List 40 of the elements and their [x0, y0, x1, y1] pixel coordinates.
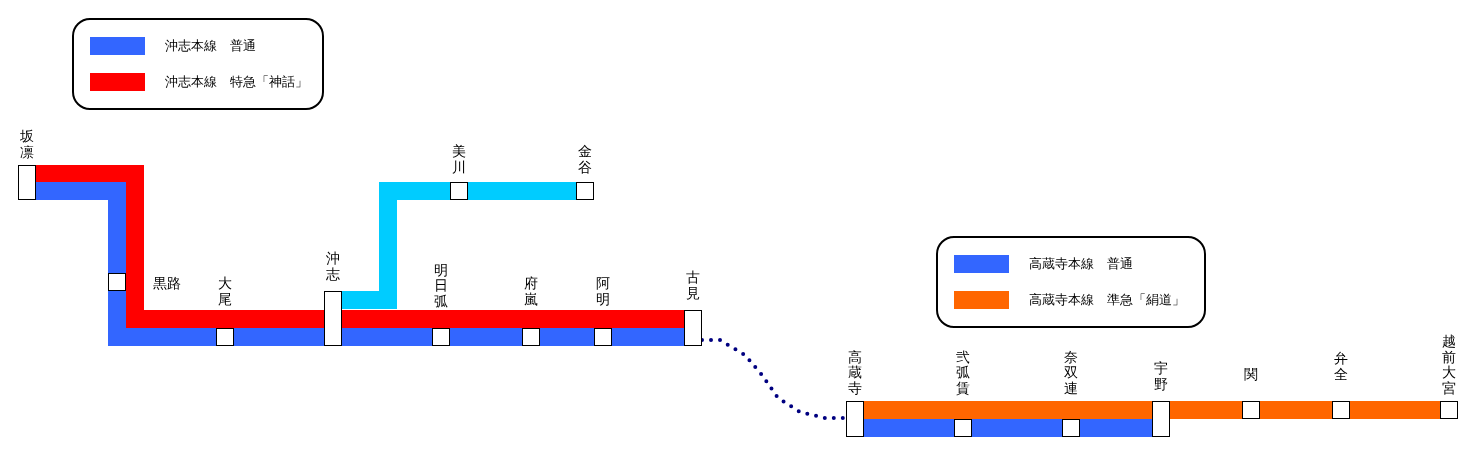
- station-name: 阿明: [596, 276, 610, 307]
- track-line: [1170, 401, 1242, 419]
- dotted-connector: [700, 338, 848, 420]
- legend-text: 高蔵寺本線 普通: [1029, 255, 1133, 273]
- track-line: [864, 419, 954, 437]
- legend-text: 沖志本線 特急「神話」: [165, 73, 308, 91]
- track-line: [540, 328, 594, 346]
- station-name: 黒路: [153, 274, 181, 292]
- station-name: 弐弧賃: [956, 349, 970, 396]
- track-line: [1260, 401, 1332, 419]
- track-line: [36, 182, 126, 273]
- station-name: 大尾: [218, 276, 232, 307]
- track-line: [342, 328, 432, 346]
- legend-text: 高蔵寺本線 準急「絹道」: [1029, 291, 1185, 309]
- station-name: 金谷: [578, 144, 592, 175]
- legend-text: 沖志本線 普通: [165, 37, 256, 55]
- track-line: [342, 182, 450, 309]
- track-line: [468, 182, 576, 200]
- station-name: 美川: [452, 144, 466, 175]
- station-name: 坂凛: [20, 129, 34, 160]
- station-name: 越前大宮: [1442, 334, 1456, 396]
- track-line: [450, 328, 522, 346]
- station-name: 明日弧: [434, 262, 448, 309]
- station-name: 府嵐: [524, 276, 538, 307]
- station-name: 弁全: [1334, 351, 1348, 382]
- station-name: 高蔵寺: [848, 349, 862, 396]
- track-line: [1080, 419, 1152, 437]
- station-name: 関: [1244, 366, 1258, 382]
- track-line: [864, 401, 1152, 419]
- track-line: [342, 310, 684, 328]
- track-line: [108, 291, 216, 346]
- station-name: 宇野: [1154, 361, 1168, 392]
- track-line: [234, 328, 324, 346]
- track-line: [612, 328, 684, 346]
- station-name: 沖志: [326, 251, 340, 282]
- track-line: [1350, 401, 1440, 419]
- track-line: [972, 419, 1062, 437]
- station-name: 奈双連: [1064, 349, 1078, 396]
- station-name: 古見: [686, 270, 700, 301]
- track-line: [36, 165, 324, 328]
